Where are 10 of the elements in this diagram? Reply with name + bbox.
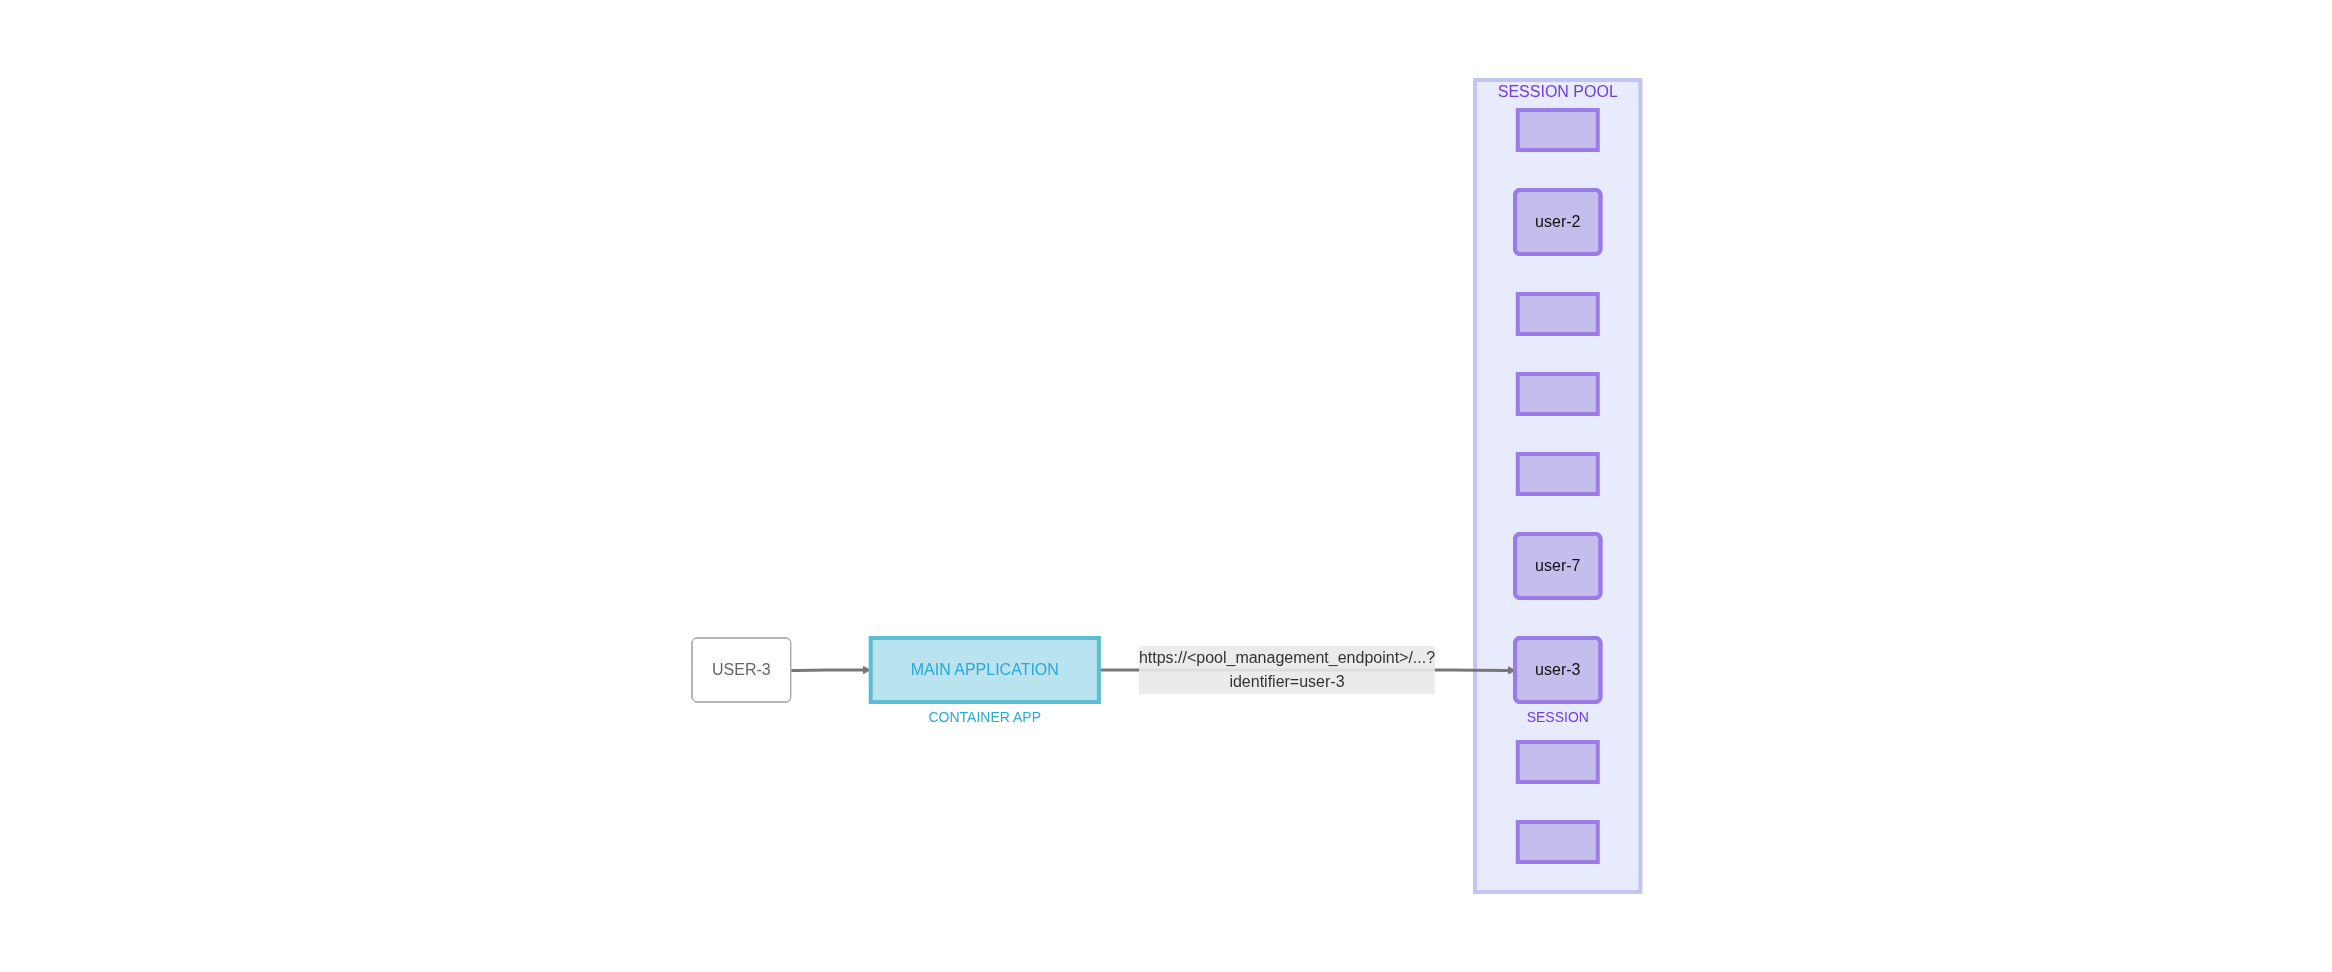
edge-label: https://<pool_management_endpoint>/...?identifier=user-3 bbox=[1138, 649, 1435, 690]
node-box bbox=[1515, 820, 1600, 864]
node-box bbox=[1515, 108, 1600, 152]
node-box bbox=[1515, 292, 1600, 336]
caption-text: CONTAINER APP bbox=[928, 709, 1041, 725]
node-box bbox=[1515, 372, 1600, 416]
caption-text: SESSION bbox=[1526, 709, 1589, 725]
node-box bbox=[1515, 452, 1600, 496]
node-box bbox=[1515, 740, 1600, 784]
node-box: MAIN APPLICATION bbox=[868, 636, 1101, 704]
